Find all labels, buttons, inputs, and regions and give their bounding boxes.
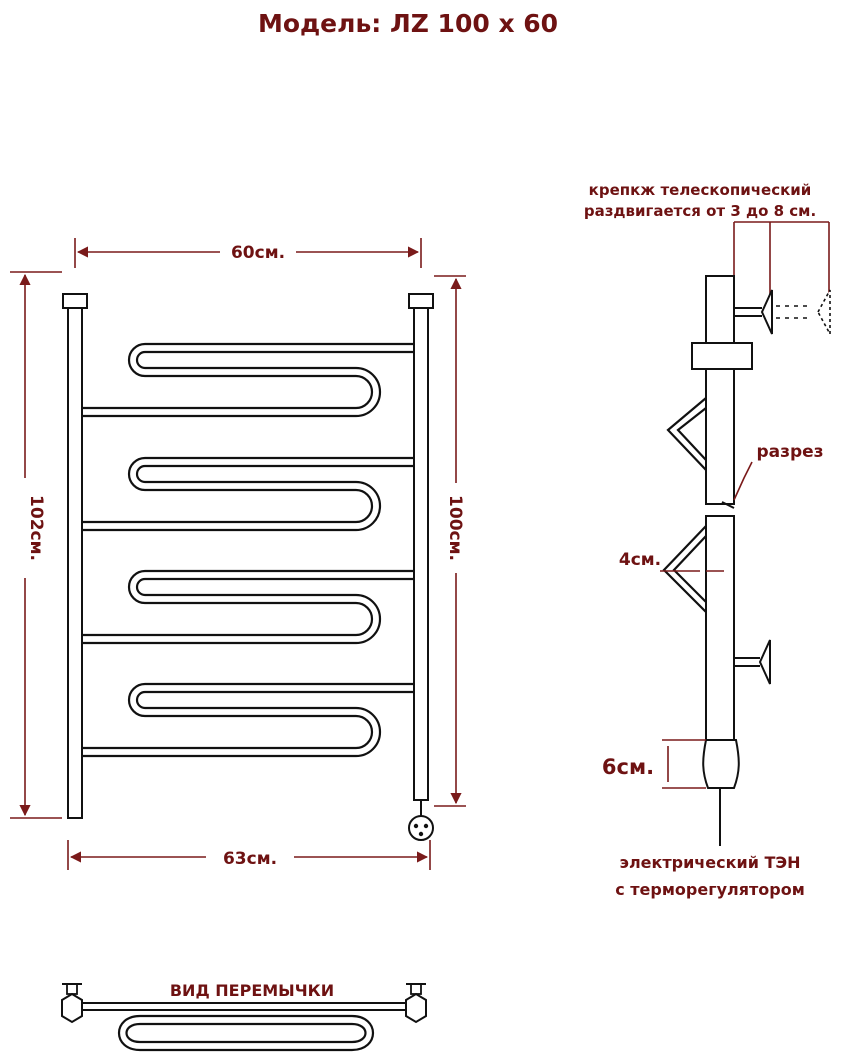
- serpentine-bar-1: [82, 342, 414, 418]
- serpentine-bar-3: [82, 569, 414, 645]
- dimension-width-top: 60см.: [74, 238, 422, 268]
- dimension-width-bottom: 63см.: [67, 840, 431, 870]
- left-mount-cap: [62, 293, 88, 309]
- offset-label: 4см.: [619, 550, 661, 570]
- right-post: [413, 299, 429, 801]
- heater-label-line1: электрический ТЭН: [619, 853, 800, 872]
- side-post-upper: [705, 275, 735, 505]
- heater-element-icon: [702, 739, 740, 789]
- model-title: Модель: ЛZ 100 х 60: [258, 9, 558, 38]
- front-view: 60см. 63см. 102см. 100см.: [10, 238, 466, 870]
- section-label: разрез: [756, 442, 823, 462]
- mount-label-line2: раздвигается от 3 до 8 см.: [584, 202, 816, 220]
- height-left-label: 102см.: [26, 495, 46, 561]
- serpentine-bar-4: [82, 682, 414, 758]
- width-top-label: 60см.: [231, 243, 285, 263]
- dimension-height-left: 102см.: [10, 271, 62, 819]
- mount-label-line1: крепкж телескопический: [589, 181, 812, 199]
- right-mount-cap: [408, 293, 434, 309]
- heater-gap-label: 6см.: [602, 755, 654, 779]
- side-collar: [691, 342, 753, 370]
- jumper-view-label: ВИД ПЕРЕМЫЧКИ: [170, 981, 334, 1000]
- left-fitting-icon: [61, 983, 83, 1024]
- heater-plug-icon: [408, 800, 434, 841]
- dimension-height-right: 100см.: [434, 275, 466, 807]
- telescopic-dimension: [733, 221, 830, 305]
- section-pointer: [733, 461, 753, 501]
- bar-profile-upper: [666, 397, 707, 471]
- heater-label-line2: с терморегулятором: [615, 880, 805, 899]
- side-post-lower: [705, 515, 735, 741]
- side-view: крепкж телескопический раздвигается от 3…: [584, 181, 831, 899]
- right-fitting-icon: [405, 983, 427, 1024]
- left-post: [67, 299, 83, 819]
- height-right-label: 100см.: [445, 495, 465, 561]
- width-bottom-label: 63см.: [223, 849, 277, 869]
- bar-profile-lower: [662, 525, 707, 613]
- serpentine-bar-2: [82, 456, 414, 532]
- wall-mount-upper: [734, 289, 831, 335]
- wall-mount-lower: [734, 639, 771, 685]
- jumper-loop: [117, 1014, 375, 1052]
- jumper-view: ВИД ПЕРЕМЫЧКИ: [61, 981, 427, 1052]
